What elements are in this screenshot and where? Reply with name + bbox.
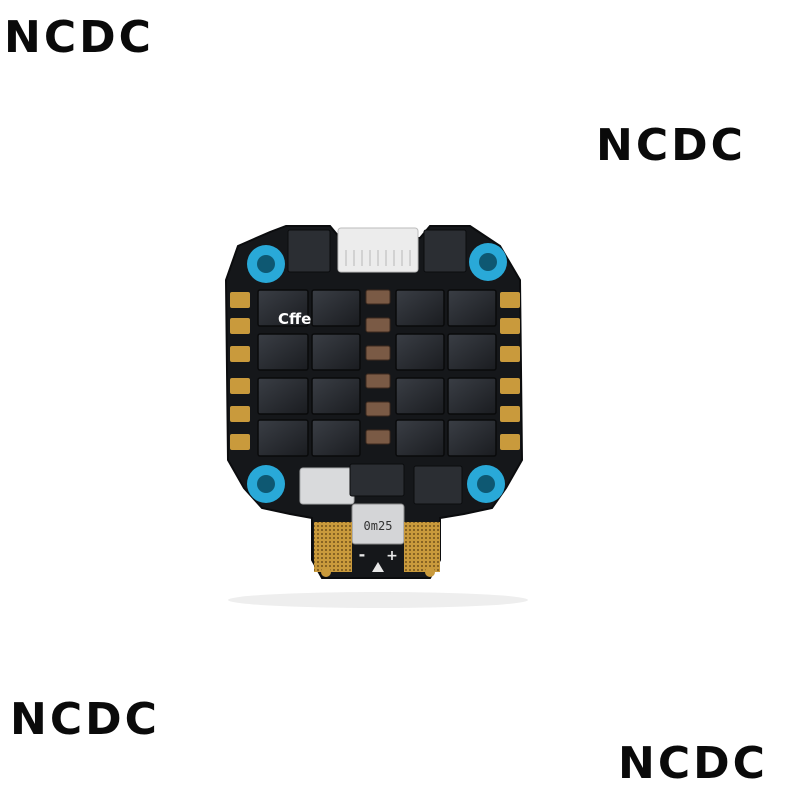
- mounting-hole: [469, 243, 507, 281]
- arrow-icon: [372, 562, 384, 572]
- mounting-hole: [467, 465, 505, 503]
- esc-board: 0m25 - + Cffe: [224, 225, 524, 579]
- mosfet-array: [257, 289, 497, 457]
- watermark: NCDC: [4, 12, 154, 63]
- board-logo: Cffe: [278, 310, 311, 328]
- watermark: NCDC: [10, 694, 160, 745]
- mounting-hole: [247, 245, 285, 283]
- polarity-minus: -: [359, 545, 366, 564]
- inductor-label: 0m25: [364, 519, 393, 533]
- polarity-plus: +: [386, 548, 398, 564]
- power-pad-positive: [404, 522, 440, 572]
- mounting-hole: [247, 465, 285, 503]
- watermark: NCDC: [618, 738, 768, 789]
- watermark: NCDC: [596, 120, 746, 171]
- power-pad-negative: [314, 522, 352, 572]
